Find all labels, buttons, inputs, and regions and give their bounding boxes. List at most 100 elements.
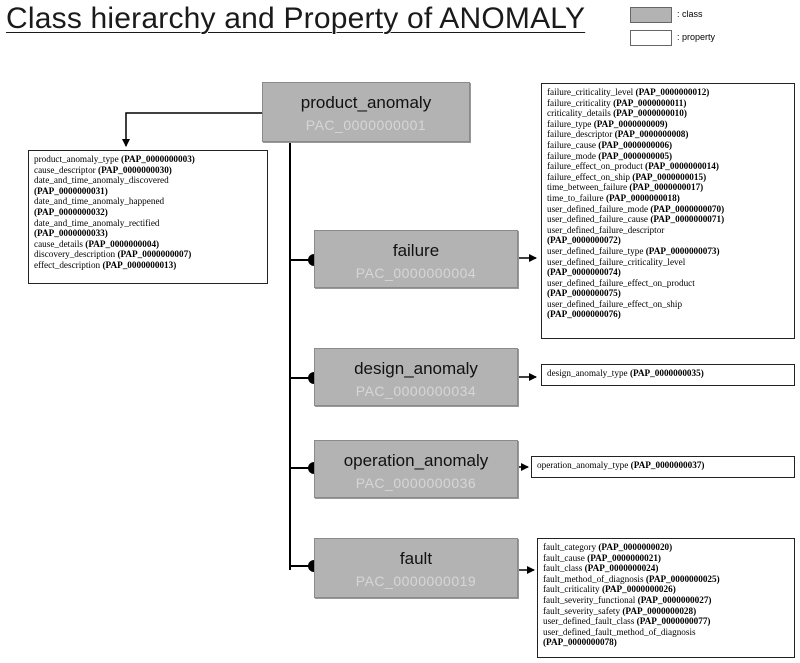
class-code: PAC_0000000034 bbox=[355, 383, 477, 399]
property-row: user_defined_failure_mode (PAP_000000007… bbox=[547, 204, 789, 215]
legend-property-swatch bbox=[630, 30, 672, 46]
property-row: user_defined_fault_class (PAP_0000000077… bbox=[543, 616, 789, 627]
property-code: (PAP_0000000075) bbox=[547, 288, 621, 299]
property-code: (PAP_0000000028) bbox=[622, 605, 697, 616]
product-anomaly-property-arrow bbox=[122, 112, 262, 147]
property-name: user_defined_failure_mode bbox=[547, 203, 651, 214]
property-code: (PAP_0000000077) bbox=[636, 616, 711, 627]
property-row: fault_method_of_diagnosis (PAP_000000002… bbox=[543, 574, 789, 585]
property-code: (PAP_0000000009) bbox=[593, 118, 668, 129]
property-row: discovery_description (PAP_0000000007) bbox=[34, 249, 262, 260]
class-name: failure bbox=[392, 241, 440, 260]
property-code: (PAP_0000000006) bbox=[598, 139, 673, 150]
property-row: failure_cause (PAP_0000000006) bbox=[547, 140, 789, 151]
property-code: (PAP_0000000070) bbox=[650, 203, 725, 214]
property-row: fault_cause (PAP_0000000021) bbox=[543, 553, 789, 564]
property-name: fault_class bbox=[543, 563, 585, 574]
property-code: (PAP_0000000037) bbox=[630, 460, 705, 470]
property-name: failure_criticality_level bbox=[547, 87, 636, 97]
property-row: failure_criticality_level (PAP_000000001… bbox=[547, 87, 789, 98]
property-row: cause_descriptor (PAP_0000000030) bbox=[34, 165, 262, 176]
property-row: (PAP_0000000033) bbox=[34, 228, 262, 239]
class-operation-anomaly: operation_anomaly PAC_0000000036 bbox=[314, 440, 518, 498]
property-name: date_and_time_anomaly_happened bbox=[34, 196, 165, 207]
property-name: fault_cause bbox=[543, 552, 588, 563]
property-row: user_defined_fault_method_of_diagnosis bbox=[543, 627, 789, 638]
property-name: operation_anomaly_type bbox=[537, 460, 631, 470]
legend-class-label: : class bbox=[677, 9, 703, 19]
property-name: fault_criticality bbox=[543, 584, 602, 595]
property-code: (PAP_0000000014) bbox=[645, 161, 719, 172]
property-code: (PAP_0000000025) bbox=[645, 573, 720, 584]
property-name: design_anomaly_type bbox=[547, 368, 630, 378]
property-row: failure_descriptor (PAP_0000000008) bbox=[547, 129, 789, 140]
property-row: user_defined_failure_effect_on_product bbox=[547, 278, 789, 289]
property-row: failure_effect_on_ship (PAP_0000000015) bbox=[547, 172, 789, 183]
property-row: failure_criticality (PAP_0000000011) bbox=[547, 98, 789, 109]
property-code: (PAP_0000000026) bbox=[601, 584, 676, 595]
property-code: (PAP_0000000035) bbox=[629, 368, 704, 378]
property-code: (PAP_0000000015) bbox=[632, 171, 707, 182]
property-name: user_defined_failure_effect_on_product bbox=[547, 277, 695, 288]
property-name: failure_descriptor bbox=[547, 129, 615, 140]
property-name: date_and_time_anomaly_discovered bbox=[34, 175, 169, 186]
property-row: fault_category (PAP_0000000020) bbox=[543, 542, 789, 553]
property-row: time_to_failure (PAP_0000000018) bbox=[547, 193, 789, 204]
property-code: (PAP_0000000017) bbox=[629, 182, 704, 193]
property-name: time_between_failure bbox=[547, 182, 630, 193]
property-code: (PAP_0000000007) bbox=[117, 249, 192, 260]
class-name: design_anomaly bbox=[354, 359, 478, 378]
property-name: user_defined_failure_cause bbox=[547, 214, 651, 225]
property-row: cause_details (PAP_0000000004) bbox=[34, 239, 262, 250]
property-name: user_defined_failure_criticality_level bbox=[547, 256, 686, 267]
property-name: criticality_details bbox=[547, 108, 614, 119]
property-name: fault_severity_functional bbox=[543, 594, 638, 605]
property-name: failure_effect_on_product bbox=[547, 161, 646, 172]
property-row: (PAP_0000000074) bbox=[547, 267, 789, 278]
class-name: fault bbox=[399, 549, 433, 568]
property-box-fault: fault_category (PAP_0000000020)fault_cau… bbox=[537, 538, 795, 658]
legend-property-label: : property bbox=[677, 32, 716, 42]
property-name: user_defined_failure_effect_on_ship bbox=[547, 298, 683, 309]
property-code: (PAP_0000000073) bbox=[645, 245, 720, 256]
property-name: failure_effect_on_ship bbox=[547, 171, 633, 182]
property-row: time_between_failure (PAP_0000000017) bbox=[547, 182, 789, 193]
property-row: failure_effect_on_product (PAP_000000001… bbox=[547, 161, 789, 172]
property-code: (PAP_0000000027) bbox=[637, 594, 712, 605]
class-name: product_anomaly bbox=[300, 93, 432, 112]
diagram-title: Class hierarchy and Property of ANOMALY bbox=[6, 2, 586, 35]
property-row: fault_severity_functional (PAP_000000002… bbox=[543, 595, 789, 606]
class-name: operation_anomaly bbox=[343, 451, 489, 470]
property-box-design-anomaly: design_anomaly_type (PAP_0000000035) bbox=[541, 364, 795, 386]
property-name: failure_type bbox=[547, 118, 594, 129]
property-row: user_defined_failure_type (PAP_000000007… bbox=[547, 246, 789, 257]
property-name: user_defined_failure_type bbox=[547, 245, 646, 256]
property-name: user_defined_fault_class bbox=[543, 616, 637, 627]
property-row: design_anomaly_type (PAP_0000000035) bbox=[547, 368, 789, 379]
property-row: fault_criticality (PAP_0000000026) bbox=[543, 584, 789, 595]
class-code: PAC_0000000001 bbox=[305, 117, 427, 133]
property-name: discovery_description bbox=[34, 249, 118, 260]
class-design-anomaly: design_anomaly PAC_0000000034 bbox=[314, 348, 518, 406]
property-row: date_and_time_anomaly_rectified bbox=[34, 218, 262, 229]
property-name: failure_mode bbox=[547, 150, 599, 161]
property-row: fault_class (PAP_0000000024) bbox=[543, 563, 789, 574]
legend-class-swatch bbox=[630, 7, 672, 23]
property-code: (PAP_0000000013) bbox=[102, 259, 177, 270]
property-code: (PAP_0000000033) bbox=[34, 228, 108, 239]
property-code: (PAP_0000000005) bbox=[598, 150, 673, 161]
class-code: PAC_0000000019 bbox=[355, 573, 477, 589]
property-row: date_and_time_anomaly_happened bbox=[34, 196, 262, 207]
property-box-failure: failure_criticality_level (PAP_000000001… bbox=[541, 83, 795, 339]
property-code: (PAP_0000000018) bbox=[605, 192, 680, 203]
property-row: fault_severity_safety (PAP_0000000028) bbox=[543, 606, 789, 617]
property-box-product-anomaly: product_anomaly_type (PAP_0000000003)cau… bbox=[28, 150, 268, 284]
property-row: failure_mode (PAP_0000000005) bbox=[547, 151, 789, 162]
property-code: (PAP_0000000021) bbox=[587, 552, 661, 563]
property-name: cause_descriptor bbox=[34, 164, 99, 175]
property-name: date_and_time_anomaly_rectified bbox=[34, 217, 160, 228]
property-row: (PAP_0000000072) bbox=[547, 235, 789, 246]
property-name: cause_details bbox=[34, 238, 86, 249]
property-code: (PAP_0000000024) bbox=[584, 563, 659, 574]
property-code: (PAP_0000000008) bbox=[614, 129, 689, 140]
